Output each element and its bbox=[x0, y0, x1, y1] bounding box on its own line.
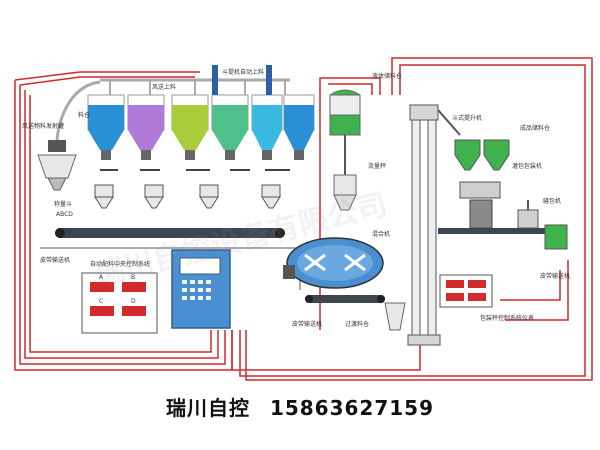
label-belt-conveyor-bottom: 皮带输送机 bbox=[292, 320, 322, 328]
label-finished-bin: 成品储料仓 bbox=[520, 124, 550, 132]
label-pack-control: 包装秤控制系统仪表 bbox=[480, 314, 534, 322]
footer: 瑞川自控 15863627159 bbox=[0, 392, 600, 421]
readout-b-label: B bbox=[131, 274, 135, 281]
liquid-bin bbox=[329, 89, 361, 211]
label-abcd: ABCD bbox=[56, 211, 73, 218]
silo-4 bbox=[211, 94, 249, 160]
readout-d-label: D bbox=[131, 298, 136, 305]
bottom-belt-conveyor bbox=[305, 295, 406, 331]
silo-3 bbox=[171, 94, 209, 160]
silo-5 bbox=[251, 94, 283, 160]
label-belt-conveyor-left: 皮带输送机 bbox=[40, 256, 70, 264]
silo-group bbox=[87, 65, 315, 160]
readout-a-display bbox=[90, 282, 114, 292]
label-bucket-elevator-feed: 斗提机自动上料 bbox=[222, 68, 264, 76]
weigh-hoppers bbox=[94, 184, 281, 209]
bucket-elevator bbox=[407, 104, 461, 346]
mixer bbox=[283, 237, 384, 289]
label-sewing-machine: 缝包机 bbox=[543, 197, 561, 205]
company-name: 瑞川自控 bbox=[165, 396, 250, 420]
silo-2 bbox=[127, 94, 165, 160]
label-wind-feed: 风送上料 bbox=[152, 83, 176, 91]
label-control-system: 自动配料中央控制系统 bbox=[90, 260, 150, 268]
label-transition-bin: 过渡料仓 bbox=[345, 320, 369, 328]
pack-control-panel bbox=[439, 274, 493, 308]
silo-1 bbox=[87, 94, 125, 160]
finished-bins bbox=[438, 139, 568, 250]
readout-d-display bbox=[122, 306, 146, 316]
label-silo: 料仓 bbox=[78, 111, 90, 119]
label-belt-conveyor-right: 皮带输送机 bbox=[540, 272, 570, 280]
silo-6 bbox=[283, 94, 315, 160]
readout-b-display bbox=[122, 282, 146, 292]
label-packer: 灌包包装机 bbox=[512, 162, 542, 170]
control-cabinet bbox=[171, 249, 231, 329]
label-wind-feeder: 风送物料发射罐 bbox=[22, 122, 64, 130]
label-liquid-bin: 液体储料仓 bbox=[372, 72, 402, 80]
signal-wires bbox=[14, 57, 593, 381]
label-bucket-elevator: 斗式提升机 bbox=[452, 114, 482, 122]
readout-panel: A B C D bbox=[81, 272, 158, 334]
readout-a-label: A bbox=[99, 274, 104, 281]
phone-number: 15863627159 bbox=[269, 396, 435, 420]
label-flow-scale: 流量秤 bbox=[368, 162, 386, 170]
readout-c-label: C bbox=[99, 298, 103, 305]
label-weigh-hopper: 称量斗 bbox=[54, 200, 72, 208]
label-mixer: 混合机 bbox=[372, 230, 390, 238]
readout-c-display bbox=[90, 306, 114, 316]
process-diagram: A B C D 风送物料发射罐 料仓 风送上料 斗提机自动上料 液体储料仓 称量… bbox=[14, 57, 593, 381]
wind-feeder bbox=[37, 80, 101, 191]
